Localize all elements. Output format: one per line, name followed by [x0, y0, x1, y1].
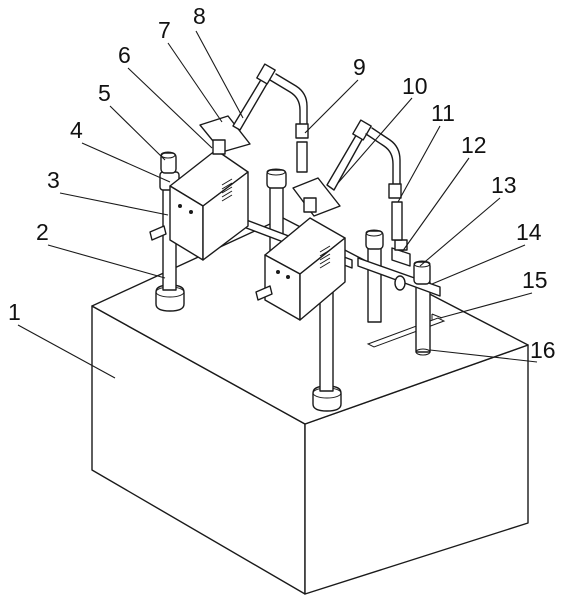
right-clamp-head [255, 119, 403, 321]
label-15: 15 [522, 267, 548, 293]
label-7: 7 [158, 17, 171, 43]
label-16: 16 [530, 337, 556, 363]
label-12: 12 [461, 132, 487, 158]
label-4: 4 [70, 117, 83, 143]
label-8: 8 [193, 3, 206, 29]
leader-lines [17, 30, 538, 379]
label-6: 6 [118, 42, 131, 68]
left-clamp-head [169, 63, 309, 261]
label-11: 11 [431, 100, 455, 126]
label-13: 13 [491, 172, 517, 198]
label-1: 1 [8, 299, 21, 325]
label-3: 3 [47, 167, 60, 193]
guide-slot [366, 313, 446, 348]
label-9: 9 [353, 54, 366, 80]
label-10: 10 [402, 73, 428, 99]
label-2: 2 [36, 219, 49, 245]
label-14: 14 [516, 219, 542, 245]
label-5: 5 [98, 80, 111, 106]
base-box [91, 217, 529, 595]
right-posts [357, 229, 441, 356]
front-center-post [312, 279, 342, 412]
part-labels: 1 2 3 4 5 6 7 8 9 10 11 12 13 14 15 16 [8, 3, 556, 363]
